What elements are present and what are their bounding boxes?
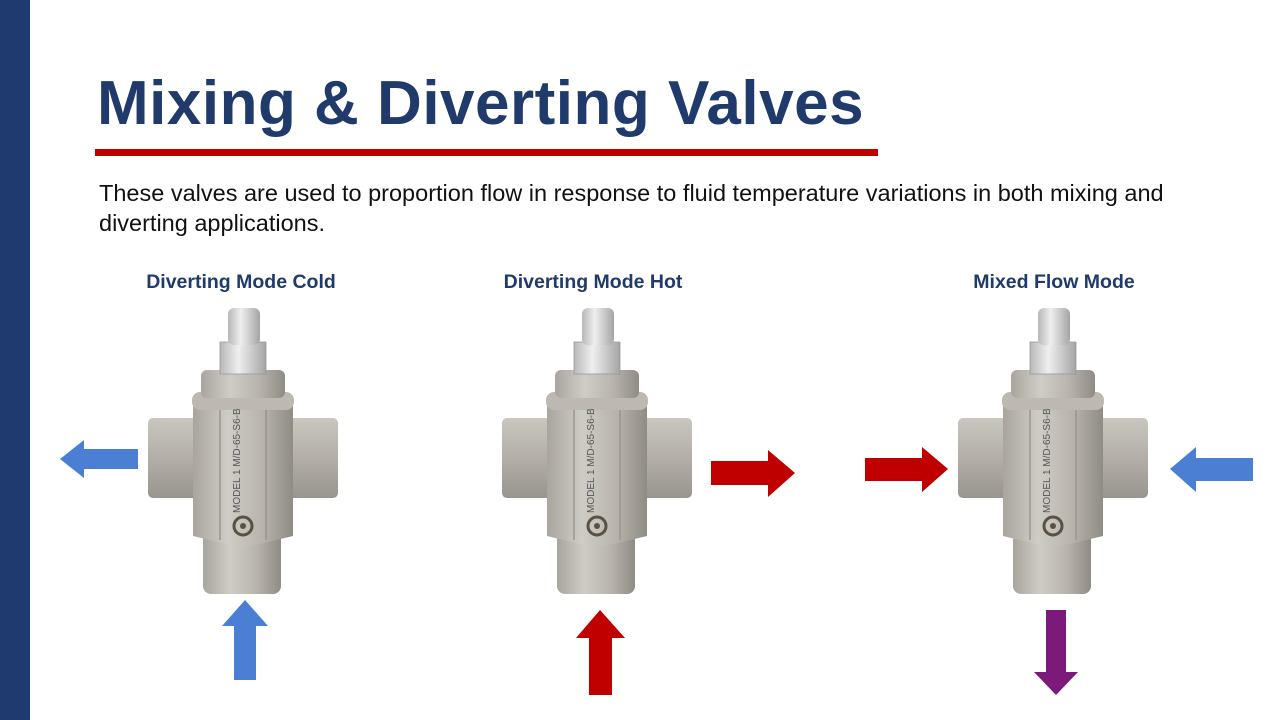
- caption-diverting-cold: Diverting Mode Cold: [146, 271, 336, 293]
- title-underline: [95, 149, 878, 156]
- hot-right-arrow-icon: [711, 450, 795, 497]
- cold-left-arrow-icon: [60, 440, 138, 478]
- valve-diverting-cold: [146, 306, 340, 596]
- valve-model-label: MODEL 1 M/D-65-S6-B: [232, 408, 243, 513]
- slide-description: These valves are used to proportion flow…: [99, 180, 1164, 236]
- valve-model-label: MODEL 1 M/D-65-S6-B: [1042, 408, 1053, 513]
- caption-mixed-flow: Mixed Flow Mode: [973, 271, 1135, 293]
- caption-diverting-hot: Diverting Mode Hot: [503, 271, 683, 293]
- sidebar-accent-bar: [0, 0, 30, 720]
- mixed-down-arrow-icon: [1034, 610, 1078, 695]
- cold-up-arrow-icon: [222, 600, 268, 680]
- hot-right-arrow-icon: [865, 447, 948, 492]
- valve-mixed-flow: [956, 306, 1150, 596]
- slide-title: Mixing & Diverting Valves: [97, 69, 865, 138]
- valve-model-label: MODEL 1 M/D-65-S6-B: [586, 408, 597, 513]
- cold-left-arrow-icon: [1170, 447, 1253, 492]
- valve-diverting-hot: [500, 306, 694, 596]
- hot-up-arrow-icon: [576, 610, 625, 695]
